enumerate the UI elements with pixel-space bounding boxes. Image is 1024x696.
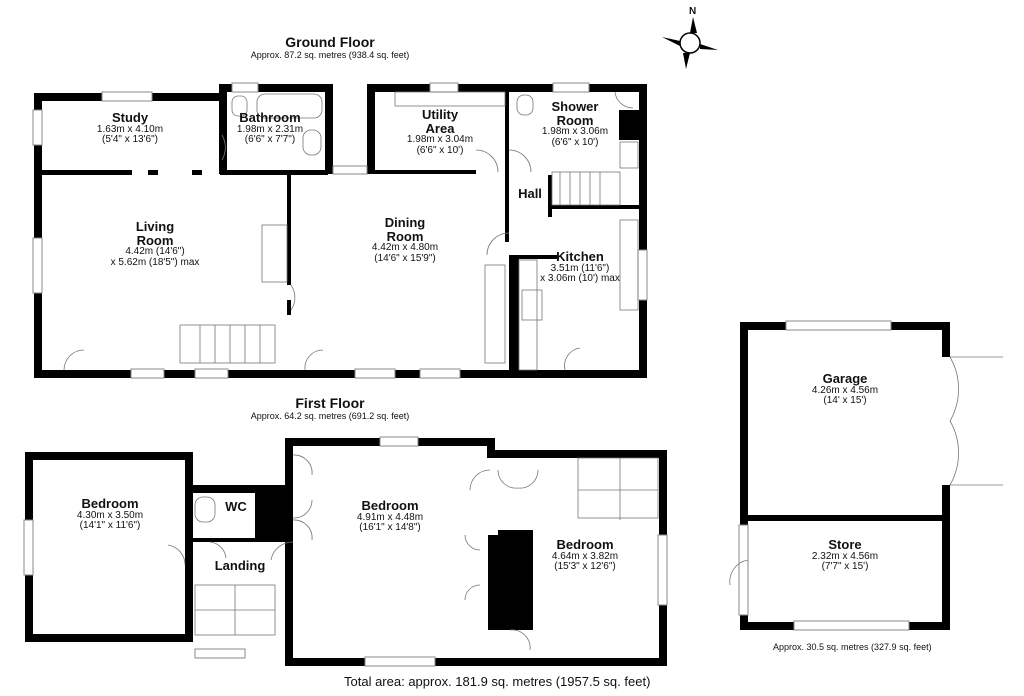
compass-north-label: N <box>689 6 697 17</box>
outbuilding-area: Approx. 30.5 sq. metres (327.9 sq. feet) <box>773 642 932 652</box>
room-shower-room: Shower Room 1.98m x 3.06m (6'6" x 10') <box>541 99 609 148</box>
room-hall: Hall <box>518 186 542 201</box>
first-floor-title: First Floor <box>295 395 365 411</box>
compass-rose-icon <box>662 17 718 69</box>
room-bedroom-2: Bedroom 4.91m x 4.48m (16'1" x 14'8") <box>356 498 424 534</box>
room-landing: Landing <box>214 558 266 573</box>
room-living-room: Living Room 4.42m (14'6") x 5.62m (18'5"… <box>110 219 200 268</box>
ground-floor-title: Ground Floor <box>285 34 375 50</box>
total-area: Total area: approx. 181.9 sq. metres (19… <box>344 674 651 689</box>
ground-floor-area: Approx. 87.2 sq. metres (938.4 sq. feet) <box>250 50 410 60</box>
room-wc: WC <box>225 499 247 514</box>
room-dining-room: Dining Room 4.42m x 4.80m (14'6" x 15'9"… <box>371 215 439 264</box>
room-bedroom-3: Bedroom 4.64m x 3.82m (15'3" x 12'6") <box>551 537 619 573</box>
room-bathroom: Bathroom 1.98m x 2.31m (6'6" x 7'7") <box>236 110 304 146</box>
room-store: Store 2.32m x 4.56m (7'7" x 15') <box>811 537 879 573</box>
room-garage: Garage 4.26m x 4.56m (14' x 15') <box>811 371 879 407</box>
room-study: Study 1.63m x 4.10m (5'4" x 13'6") <box>96 110 164 146</box>
room-bedroom-1: Bedroom 4.30m x 3.50m (14'1" x 11'6") <box>76 496 144 532</box>
room-utility-area: Utility Area 1.98m x 3.04m (6'6" x 10') <box>406 107 474 156</box>
first-floor-heading: First Floor Approx. 64.2 sq. metres (691… <box>250 395 410 421</box>
first-floor-area: Approx. 64.2 sq. metres (691.2 sq. feet) <box>250 411 410 421</box>
ground-floor-heading: Ground Floor Approx. 87.2 sq. metres (93… <box>230 34 430 60</box>
room-kitchen: Kitchen 3.51m (11'6") x 3.06m (10') max <box>540 249 620 285</box>
